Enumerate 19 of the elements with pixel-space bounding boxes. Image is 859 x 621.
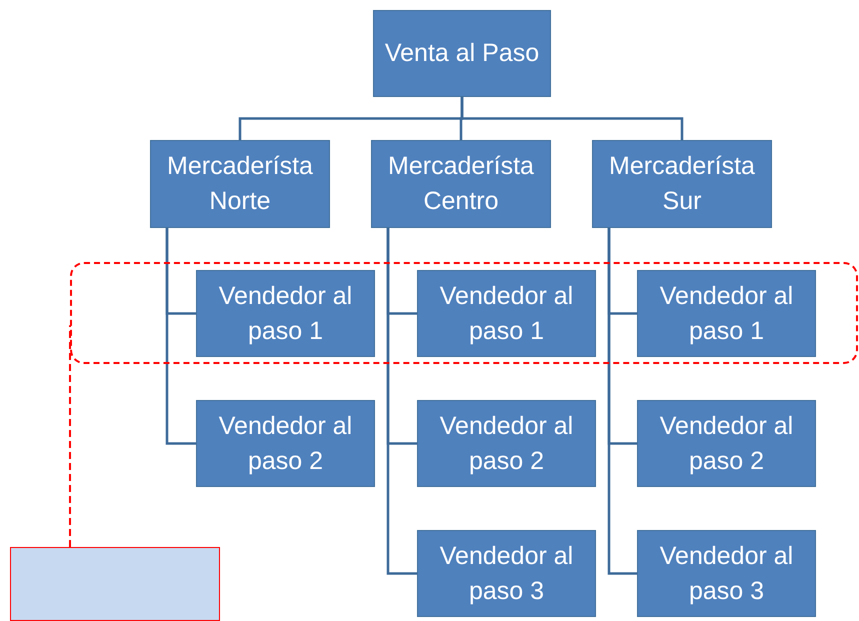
org-box: Mercaderísta Norte xyxy=(150,140,330,228)
org-box: Vendedor al paso 2 xyxy=(637,400,816,487)
connector-line xyxy=(460,97,684,140)
dashed-group-outline xyxy=(70,262,858,364)
connector-line xyxy=(386,228,417,575)
org-box: Vendedor al paso 3 xyxy=(417,530,596,617)
label-box xyxy=(10,547,220,621)
org-box: Vendedor al paso 3 xyxy=(637,530,816,617)
org-box: Mercaderísta Centro xyxy=(371,140,551,228)
org-box: Vendedor al paso 1 xyxy=(637,270,816,357)
org-box: Venta al Paso xyxy=(373,10,551,97)
org-box: Vendedor al paso 1 xyxy=(417,270,596,357)
org-box: Vendedor al paso 2 xyxy=(417,400,596,487)
connector-line xyxy=(608,228,637,575)
dashed-connector xyxy=(69,325,71,547)
org-box: Vendedor al paso 2 xyxy=(196,400,375,487)
org-box: Vendedor al paso 1 xyxy=(196,270,375,357)
connector-line xyxy=(166,228,196,445)
org-box: Mercaderísta Sur xyxy=(592,140,772,228)
